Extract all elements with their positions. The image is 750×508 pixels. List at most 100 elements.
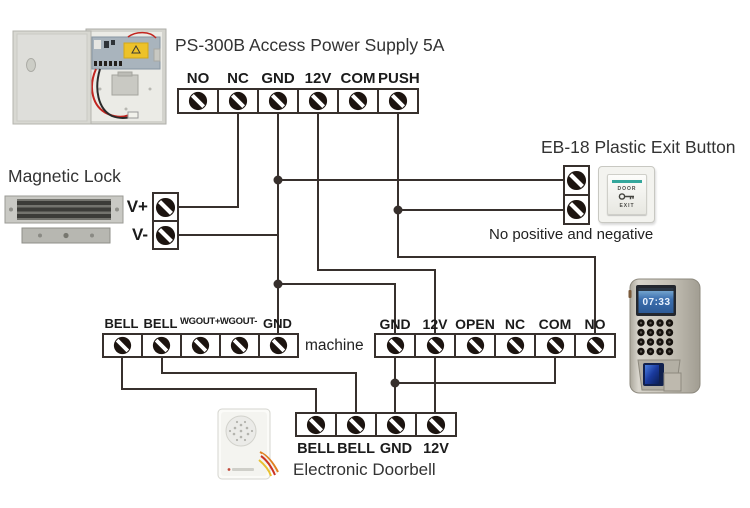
- terminal-ps-com: [337, 88, 379, 114]
- wire-push-to-no: [397, 112, 596, 335]
- terminal-label-mgnd: GND: [263, 316, 292, 331]
- terminal-label-com: COM: [340, 70, 376, 87]
- screw-icon: [155, 225, 176, 246]
- terminal-maglock-vminus: [152, 220, 179, 250]
- wire-bell2-to-doorbell: [161, 356, 357, 414]
- screw-icon: [348, 91, 368, 111]
- wire-nc-to-vplus: [178, 112, 239, 208]
- terminal-exit-2: [563, 194, 590, 225]
- exit-button-stripe: [612, 180, 642, 183]
- exit-button-face: DOOR EXIT: [607, 174, 647, 215]
- exit-button-image: DOOR EXIT: [598, 166, 655, 223]
- wire-12v-to-machine: [317, 112, 436, 335]
- terminal-label-gnd: GND: [261, 70, 295, 87]
- junction-dot: [390, 378, 400, 388]
- screw-icon: [388, 91, 408, 111]
- terminal-exit-1: [563, 165, 590, 196]
- screw-icon: [566, 199, 587, 220]
- junction-dot: [393, 205, 403, 215]
- terminal-ps-gnd: [257, 88, 299, 114]
- terminal-label-vplus: V+: [126, 197, 148, 216]
- screw-icon: [191, 336, 210, 355]
- terminal-label-d12v: 12V: [423, 441, 449, 457]
- doorbell-image: [217, 408, 279, 480]
- key-icon: [618, 193, 634, 200]
- screw-icon: [113, 336, 132, 355]
- wire-gnd-to-machine-gnd: [278, 283, 396, 335]
- ps-terminal-labels: NO NC GND 12V COM PUSH: [178, 70, 420, 87]
- screw-icon: [152, 336, 171, 355]
- junction-dot: [273, 175, 283, 185]
- terminal-label-r12v: 12V: [422, 316, 448, 332]
- terminal-label-dbell2: BELL: [337, 441, 375, 457]
- terminal-label-rnc: NC: [504, 316, 526, 332]
- wire-bell1-to-doorbell: [121, 356, 317, 414]
- screw-icon: [386, 414, 406, 435]
- terminal-machine-gnd-r: [374, 333, 416, 358]
- terminal-ps-push: [377, 88, 419, 114]
- terminal-machine-no: [574, 333, 616, 358]
- machine-label: machine: [305, 337, 364, 354]
- terminal-label-rno: NO: [584, 316, 606, 332]
- terminal-label-wgoutp: WGOUT+: [180, 316, 221, 327]
- terminal-label-bell1: BELL: [104, 316, 139, 331]
- terminal-label-vminus: V-: [131, 225, 148, 244]
- terminal-label-dbell1: BELL: [297, 441, 335, 457]
- exit-button-exit-text: EXIT: [619, 203, 635, 209]
- junction-dot: [273, 279, 283, 289]
- power-supply-title: PS-300B Access Power Supply 5A: [175, 35, 445, 55]
- exit-button-title: EB-18 Plastic Exit Button: [541, 137, 736, 157]
- terminal-maglock-vplus: [152, 192, 179, 222]
- maglock-terminal-block: [152, 192, 179, 250]
- terminal-label-no: NO: [186, 70, 210, 87]
- terminal-label-wgoutm: WGOUT-: [219, 316, 258, 327]
- terminal-machine-gnd-l: [258, 333, 299, 358]
- terminal-doorbell-gnd: [375, 412, 417, 437]
- machine-left-labels: BELL BELL WGOUT+ WGOUT- GND: [102, 316, 297, 331]
- terminal-label-nc: NC: [227, 70, 249, 87]
- screw-icon: [585, 336, 605, 355]
- doorbell-title: Electronic Doorbell: [293, 460, 436, 479]
- terminal-label-dgnd: GND: [379, 441, 413, 457]
- screw-icon: [566, 170, 587, 191]
- terminal-label-12v: 12V: [304, 70, 332, 87]
- screw-icon: [268, 91, 288, 111]
- exit-button-note: No positive and negative: [489, 226, 654, 243]
- terminal-doorbell-12v: [415, 412, 457, 437]
- terminal-doorbell-bell1: [295, 412, 337, 437]
- screw-icon: [505, 336, 525, 355]
- screw-icon: [545, 336, 565, 355]
- screw-icon: [346, 414, 366, 435]
- terminal-machine-open: [454, 333, 496, 358]
- exit-button-door-text: DOOR: [617, 186, 637, 192]
- terminal-machine-bell2: [141, 333, 182, 358]
- screw-icon: [188, 91, 208, 111]
- terminal-label-open: OPEN: [455, 316, 495, 332]
- screw-icon: [306, 414, 326, 435]
- terminal-machine-com: [534, 333, 576, 358]
- terminal-label-bell2: BELL: [143, 316, 178, 331]
- wire-gnd-to-com: [395, 356, 556, 384]
- terminal-ps-no: [177, 88, 219, 114]
- terminal-machine-wgoutp: [180, 333, 221, 358]
- machine-left-terminal-block: [102, 333, 299, 358]
- screw-icon: [465, 336, 485, 355]
- screw-icon: [385, 336, 405, 355]
- maglock-image: [4, 195, 124, 244]
- screw-icon: [230, 336, 249, 355]
- device-screen-time: 07:33: [642, 297, 671, 308]
- screw-icon: [269, 336, 288, 355]
- doorbell-terminal-block: [295, 412, 457, 437]
- terminal-machine-wgoutm: [219, 333, 260, 358]
- access-control-device: [628, 278, 701, 394]
- terminal-label-rgnd: GND: [379, 316, 411, 332]
- exit-terminal-block: [563, 165, 590, 225]
- ps-terminal-block: [177, 88, 419, 114]
- terminal-machine-bell1: [102, 333, 143, 358]
- screw-icon: [155, 197, 176, 218]
- terminal-label-push: PUSH: [378, 70, 420, 87]
- screw-icon: [425, 336, 445, 355]
- power-supply-image: [12, 28, 167, 125]
